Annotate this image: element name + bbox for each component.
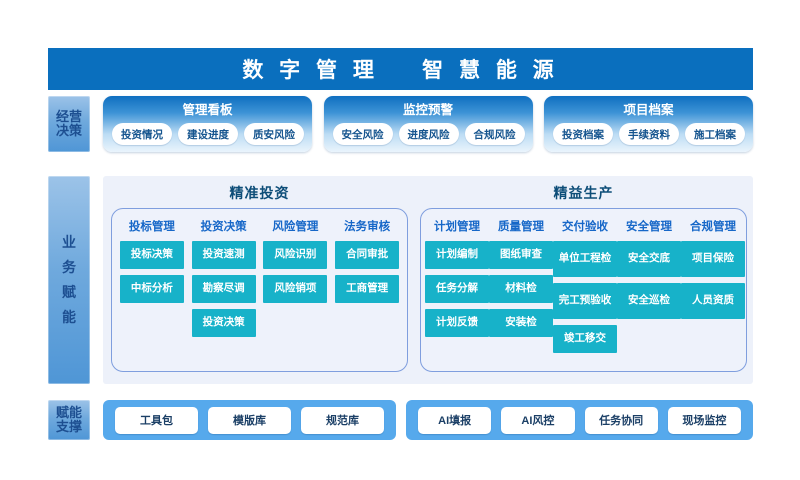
capability-tile[interactable]: 工商管理 xyxy=(335,275,400,303)
capability-column-quality-management: 质量管理 图纸审查 材料检 安装检 xyxy=(489,209,553,371)
capability-tile[interactable]: 风险识别 xyxy=(263,241,328,269)
capability-tile[interactable]: 投标决策 xyxy=(119,241,184,269)
capability-tile[interactable]: 单位工程检 xyxy=(553,241,617,277)
decision-card-management-board[interactable]: 管理看板 投资情况 建设进度 质安风险 xyxy=(103,96,312,152)
support-row: 工具包 模版库 规范库 AI填报 AI风控 任务协同 现场监控 xyxy=(103,400,753,440)
capability-group-lean-production: 精益生产 计划管理 计划编制 任务分解 计划反馈 质量管理 图纸审查 材料检 安… xyxy=(420,176,747,384)
capability-tile[interactable]: 计划编制 xyxy=(425,241,489,269)
capability-tile[interactable]: 投资决策 xyxy=(191,309,256,337)
column-heading: 法务审核 xyxy=(344,221,391,233)
capability-tile[interactable]: 中标分析 xyxy=(119,275,184,303)
support-button-toolkit[interactable]: 工具包 xyxy=(115,406,198,434)
column-heading: 投标管理 xyxy=(128,221,175,233)
decision-card-monitoring-alert[interactable]: 监控预警 安全风险 进度风险 合规风险 xyxy=(323,96,533,152)
column-heading: 质量管理 xyxy=(498,221,544,233)
pill-item[interactable]: 合规风险 xyxy=(464,123,525,145)
capability-tile[interactable]: 风险销项 xyxy=(263,275,328,303)
support-button-ai-risk-control[interactable]: AI风控 xyxy=(501,406,575,434)
group-title: 精准投资 xyxy=(229,185,290,201)
capability-group-row: 精准投资 投标管理 投标决策 中标分析 投资决策 投资速测 勘察尽调 投资决策 xyxy=(103,176,753,384)
section-label-decision-line-2: 决策 xyxy=(55,123,82,138)
card-pill-group: 投资档案 手续资料 施工档案 xyxy=(550,123,747,145)
capability-tile[interactable]: 任务分解 xyxy=(425,275,489,303)
capability-tile[interactable]: 勘察尽调 xyxy=(191,275,256,303)
capability-tile[interactable]: 竣工移交 xyxy=(553,325,617,353)
capability-tile[interactable]: 项目保险 xyxy=(681,241,745,277)
capability-tile[interactable]: 安全交底 xyxy=(617,241,681,277)
capability-tile[interactable]: 合同审批 xyxy=(335,241,400,269)
decision-card-row: 管理看板 投资情况 建设进度 质安风险 监控预警 安全风险 进度风险 合规风险 … xyxy=(103,96,753,152)
capability-column-bidding: 投标管理 投标决策 中标分析 xyxy=(119,209,184,371)
group-panel: 计划管理 计划编制 任务分解 计划反馈 质量管理 图纸审查 材料检 安装检 交付… xyxy=(420,208,747,372)
title-banner: 数 字 管 理 智 慧 能 源 xyxy=(48,48,753,90)
pill-item[interactable]: 手续资料 xyxy=(619,123,679,145)
capability-tile[interactable]: 人员资质 xyxy=(681,283,745,319)
capability-tile[interactable]: 完工预验收 xyxy=(553,283,617,319)
capability-tile[interactable]: 材料检 xyxy=(489,275,553,303)
card-pill-group: 安全风险 进度风险 合规风险 xyxy=(330,123,527,145)
capability-tile[interactable]: 安装检 xyxy=(489,309,553,337)
section-label-support-line-2: 支撑 xyxy=(55,419,82,434)
capability-column-delivery-acceptance: 交付验收 单位工程检 完工预验收 竣工移交 xyxy=(553,209,617,371)
capability-tile[interactable]: 计划反馈 xyxy=(425,309,489,337)
section-label-support-line-1: 赋能 xyxy=(55,404,82,420)
card-title: 监控预警 xyxy=(402,103,453,117)
capability-tile[interactable]: 投资速测 xyxy=(191,241,256,269)
pill-item[interactable]: 建设进度 xyxy=(178,123,238,145)
support-group-ai-services: AI填报 AI风控 任务协同 现场监控 xyxy=(406,400,753,440)
column-heading: 风险管理 xyxy=(272,221,319,233)
section-label-capability-char-1: 业 xyxy=(62,233,76,250)
support-button-ai-reporting[interactable]: AI填报 xyxy=(418,406,492,434)
capability-column-investment-decision: 投资决策 投资速测 勘察尽调 投资决策 xyxy=(191,209,256,371)
column-heading: 安全管理 xyxy=(626,221,672,233)
section-label-support: 赋能 支撑 xyxy=(48,400,90,440)
column-heading: 投资决策 xyxy=(200,221,247,233)
pill-item[interactable]: 投资档案 xyxy=(553,123,613,145)
support-button-task-collaboration[interactable]: 任务协同 xyxy=(584,406,658,434)
capability-column-legal-review: 法务审核 合同审批 工商管理 xyxy=(335,209,400,371)
capability-column-compliance-management: 合规管理 项目保险 人员资质 xyxy=(681,209,745,371)
pill-item[interactable]: 进度风险 xyxy=(398,123,459,145)
group-panel: 投标管理 投标决策 中标分析 投资决策 投资速测 勘察尽调 投资决策 风险管理 … xyxy=(111,208,408,372)
card-title: 项目档案 xyxy=(623,103,674,117)
capability-column-plan-management: 计划管理 计划编制 任务分解 计划反馈 xyxy=(425,209,489,371)
section-label-decision-line-1: 经营 xyxy=(55,108,82,124)
section-label-capability-char-2: 务 xyxy=(62,258,76,275)
capability-column-risk-management: 风险管理 风险识别 风险销项 xyxy=(263,209,328,371)
group-title: 精益生产 xyxy=(553,185,614,201)
column-heading: 合规管理 xyxy=(690,221,736,233)
section-label-decision: 经营 决策 xyxy=(48,96,90,152)
support-button-template-library[interactable]: 模版库 xyxy=(208,406,291,434)
section-label-capability-char-3: 赋 xyxy=(62,284,76,300)
decision-card-project-archive[interactable]: 项目档案 投资档案 手续资料 施工档案 xyxy=(544,96,753,152)
pill-item[interactable]: 质安风险 xyxy=(244,123,304,145)
support-button-standard-library[interactable]: 规范库 xyxy=(301,406,384,434)
section-label-capability-char-4: 能 xyxy=(62,309,76,326)
support-group-toolkits: 工具包 模版库 规范库 xyxy=(103,400,396,440)
card-title: 管理看板 xyxy=(182,103,233,117)
card-pill-group: 投资情况 建设进度 质安风险 xyxy=(109,123,306,145)
column-heading: 计划管理 xyxy=(434,221,480,233)
capability-section: 精准投资 投标管理 投标决策 中标分析 投资决策 投资速测 勘察尽调 投资决策 xyxy=(103,176,753,384)
page-title: 数 字 管 理 智 慧 能 源 xyxy=(242,59,559,82)
pill-item[interactable]: 安全风险 xyxy=(332,123,393,145)
capability-column-safety-management: 安全管理 安全交底 安全巡检 xyxy=(617,209,681,371)
pill-item[interactable]: 投资情况 xyxy=(112,123,172,145)
capability-tile[interactable]: 安全巡检 xyxy=(617,283,681,319)
support-button-site-monitoring[interactable]: 现场监控 xyxy=(667,406,741,434)
column-heading: 交付验收 xyxy=(562,221,608,233)
capability-group-precise-investment: 精准投资 投标管理 投标决策 中标分析 投资决策 投资速测 勘察尽调 投资决策 xyxy=(111,176,408,384)
pill-item[interactable]: 施工档案 xyxy=(685,123,745,145)
capability-tile[interactable]: 图纸审查 xyxy=(489,241,553,269)
section-label-capability: 业 务 赋 能 xyxy=(48,176,90,384)
